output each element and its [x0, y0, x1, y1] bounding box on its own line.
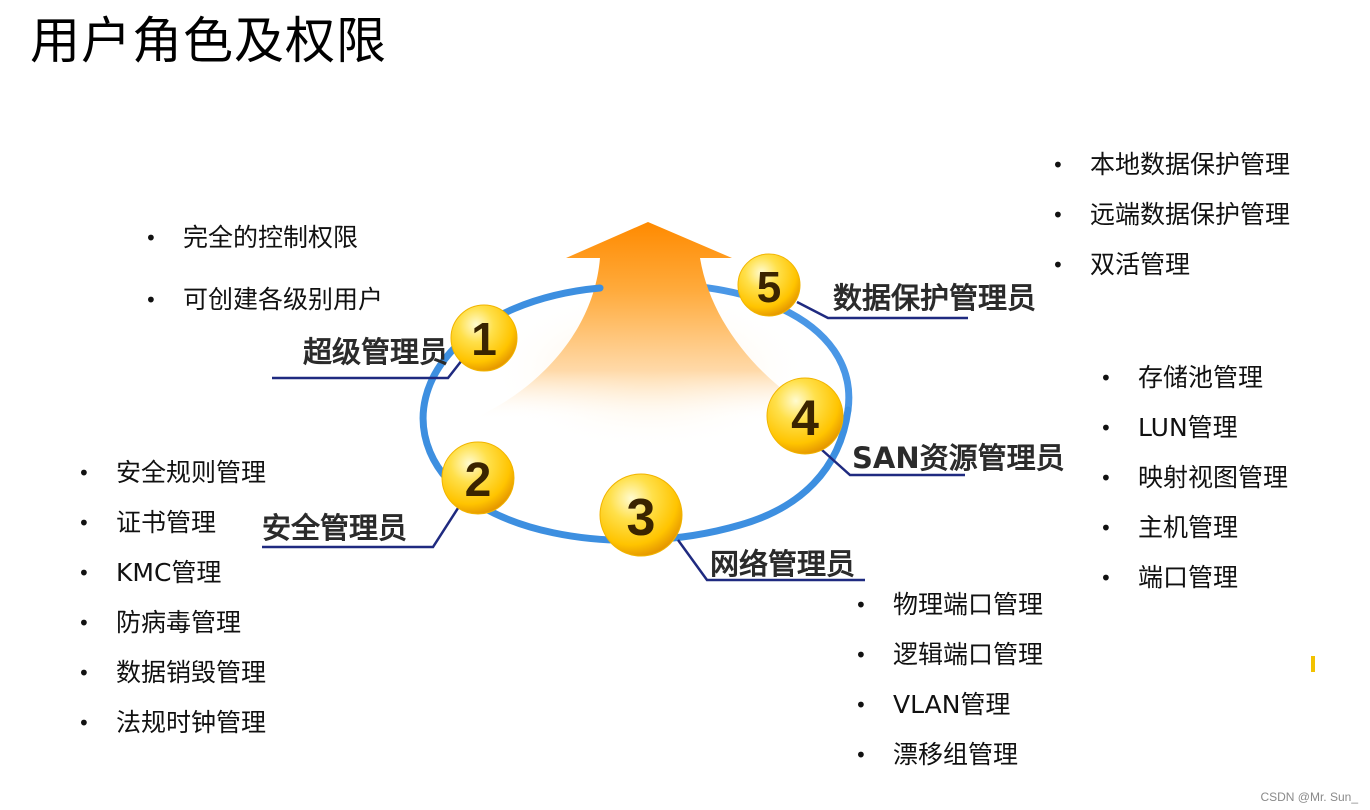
role-label-san-admin: SAN资源管理员 [852, 440, 1065, 476]
slide-marker [1311, 656, 1315, 672]
list-item: •证书管理 [78, 498, 266, 548]
role-number-5: 5 [757, 263, 781, 312]
list-item: •端口管理 [1100, 553, 1288, 603]
numbered-ball-icon-1: 1 [451, 305, 517, 371]
bullet-icon: • [78, 498, 90, 548]
bullet-icon: • [78, 548, 90, 598]
bullet-icon: • [145, 269, 157, 331]
san-admin-permissions: •存储池管理 •LUN管理 •映射视图管理 •主机管理 •端口管理 [1100, 353, 1288, 603]
numbered-ball-icon-2: 2 [442, 442, 514, 514]
bullet-icon: • [855, 580, 867, 630]
role-number-3: 3 [627, 489, 656, 547]
list-item: •远端数据保护管理 [1052, 190, 1290, 240]
bullet-icon: • [78, 598, 90, 648]
role-label-network-admin: 网络管理员 [710, 546, 855, 582]
role-number-2: 2 [465, 454, 492, 507]
role-number-4: 4 [791, 390, 819, 446]
bullet-icon: • [78, 448, 90, 498]
list-item: •完全的控制权限 [145, 207, 383, 269]
role-number-1: 1 [471, 313, 497, 365]
bullet-icon: • [1100, 453, 1112, 503]
list-item: •VLAN管理 [855, 680, 1043, 730]
network-admin-permissions: •物理端口管理 •逻辑端口管理 •VLAN管理 •漂移组管理 [855, 580, 1043, 780]
bullet-icon: • [78, 648, 90, 698]
list-item: •逻辑端口管理 [855, 630, 1043, 680]
list-item: •安全规则管理 [78, 448, 266, 498]
bullet-icon: • [1100, 353, 1112, 403]
bullet-icon: • [855, 680, 867, 730]
role-label-super-admin: 超级管理员 [303, 334, 448, 370]
numbered-ball-icon-5: 5 [738, 254, 800, 316]
numbered-ball-icon-4: 4 [767, 378, 843, 454]
list-item: •映射视图管理 [1100, 453, 1288, 503]
bullet-icon: • [1052, 140, 1064, 190]
role-label-security-admin: 安全管理员 [262, 510, 407, 546]
list-item: •漂移组管理 [855, 730, 1043, 780]
role-label-data-protection-admin: 数据保护管理员 [833, 280, 1036, 316]
bullet-icon: • [145, 207, 157, 269]
bullet-icon: • [1052, 240, 1064, 290]
list-item: •存储池管理 [1100, 353, 1288, 403]
list-item: •双活管理 [1052, 240, 1290, 290]
bullet-icon: • [1100, 503, 1112, 553]
list-item: •数据销毁管理 [78, 648, 266, 698]
bullet-icon: • [855, 730, 867, 780]
bullet-icon: • [855, 630, 867, 680]
list-item: •防病毒管理 [78, 598, 266, 648]
numbered-ball-icon-3: 3 [600, 474, 682, 556]
bullet-icon: • [1100, 403, 1112, 453]
list-item: •主机管理 [1100, 503, 1288, 553]
list-item: •法规时钟管理 [78, 698, 266, 748]
bullet-icon: • [78, 698, 90, 748]
security-admin-permissions: •安全规则管理 •证书管理 •KMC管理 •防病毒管理 •数据销毁管理 •法规时… [78, 448, 266, 748]
bullet-icon: • [1100, 553, 1112, 603]
watermark: CSDN @Mr. Sun_ [1260, 790, 1358, 804]
data-protection-admin-permissions: •本地数据保护管理 •远端数据保护管理 •双活管理 [1052, 140, 1290, 290]
list-item: •KMC管理 [78, 548, 266, 598]
bullet-icon: • [1052, 190, 1064, 240]
list-item: •物理端口管理 [855, 580, 1043, 630]
list-item: •本地数据保护管理 [1052, 140, 1290, 190]
list-item: •LUN管理 [1100, 403, 1288, 453]
super-admin-permissions: •完全的控制权限 •可创建各级别用户 [145, 207, 383, 331]
list-item: •可创建各级别用户 [145, 269, 383, 331]
